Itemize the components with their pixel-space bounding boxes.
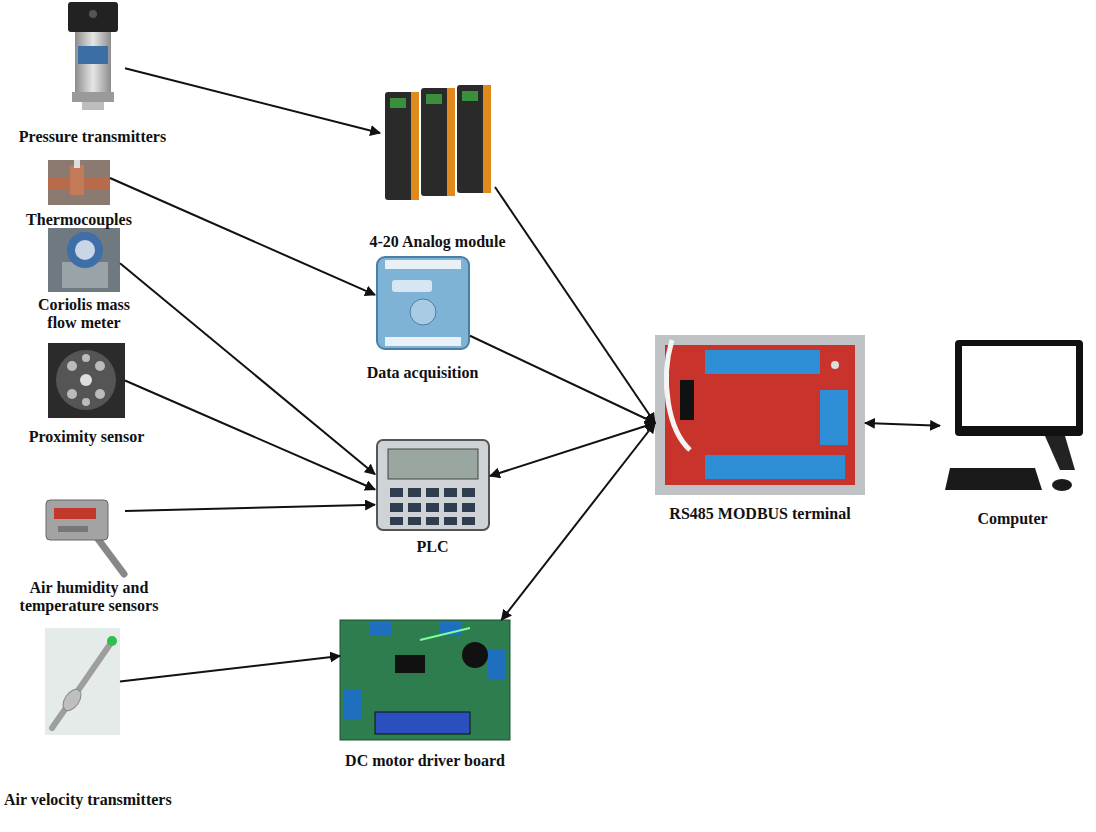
humidity-sensor-photo (46, 500, 124, 574)
device-caption: DC motor driver board (345, 752, 505, 770)
device-caption: Thermocouples (26, 211, 132, 229)
device-caption: Pressure transmitters (19, 128, 166, 146)
device-node: Proximity sensor (48, 343, 125, 418)
device-node: DC motor driver board (340, 620, 510, 740)
device-caption: Air velocity transmitters (4, 791, 172, 809)
device-caption: Proximity sensor (29, 428, 145, 446)
thermocouple-photo (48, 160, 110, 205)
analog-module-photo (385, 85, 491, 200)
device-caption: Air humidity and temperature sensors (4, 579, 174, 616)
coriolis-meter-photo (48, 228, 120, 292)
connector-arrow (495, 187, 655, 423)
connector-arrow (125, 505, 375, 511)
connector-arrow (120, 656, 340, 682)
device-caption: Coriolis mass flow meter (24, 296, 144, 333)
computer-photo (945, 340, 1083, 491)
plc-photo (377, 440, 489, 530)
device-node: Coriolis mass flow meter (48, 228, 120, 292)
device-node: PLC (375, 440, 490, 530)
proximity-sensor-photo (48, 343, 125, 418)
connector-arrow (470, 336, 655, 423)
data-acquisition-photo (377, 257, 469, 349)
device-node: Air velocity transmitters (45, 628, 120, 735)
connector-arrow (125, 68, 380, 133)
device-node: Air humidity and temperature sensors (40, 495, 125, 575)
device-node: Computer (940, 335, 1085, 500)
device-caption: 4-20 Analog module (370, 233, 506, 251)
device-caption: PLC (417, 538, 449, 556)
device-caption: RS485 MODBUS terminal (669, 505, 850, 523)
rs485-terminal-photo (655, 335, 865, 495)
connector-arrow (120, 263, 375, 474)
device-caption: Data acquisition (367, 364, 479, 382)
connector-arrow (125, 381, 375, 490)
connector-arrow (865, 423, 940, 426)
connector-arrow (502, 423, 656, 620)
device-node: Data acquisition (375, 255, 470, 350)
device-node: Thermocouples (48, 160, 110, 205)
device-node: RS485 MODBUS terminal (655, 335, 865, 495)
device-caption: Computer (977, 510, 1047, 528)
device-node: 4-20 Analog module (380, 85, 495, 205)
pressure-transmitter-photo (68, 2, 118, 110)
connector-arrow (490, 423, 655, 476)
dc-motor-driver-photo (340, 620, 510, 740)
air-velocity-transmitter-photo (45, 628, 120, 735)
connector-arrow (110, 178, 375, 295)
device-node: Pressure transmitters (60, 0, 125, 110)
